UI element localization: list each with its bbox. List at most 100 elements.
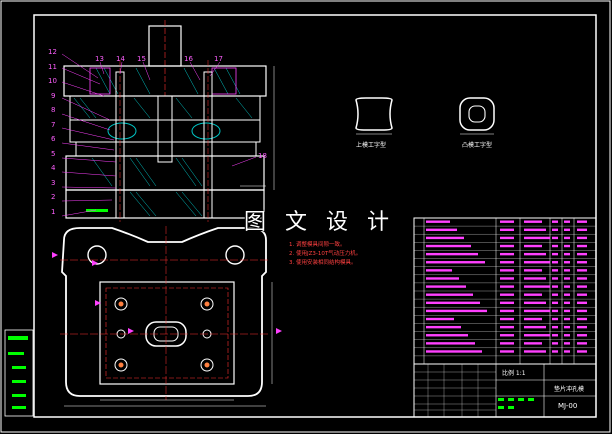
table-cell-text xyxy=(426,252,478,256)
part-number-2: 2 xyxy=(51,193,56,201)
table-cell-text xyxy=(577,309,587,313)
table-cell-text xyxy=(524,228,546,232)
title-scale: 比例 1:1 xyxy=(502,370,526,377)
table-cell-text xyxy=(577,334,587,337)
table-cell-text xyxy=(577,261,587,264)
table-cell-text xyxy=(552,277,558,280)
table-cell-text xyxy=(552,269,558,272)
part-number-17: 17 xyxy=(214,55,223,63)
table-cell-text xyxy=(426,228,457,232)
table-cell-text xyxy=(426,317,454,321)
table-cell-text xyxy=(577,277,587,280)
part-number-7: 7 xyxy=(51,120,56,129)
table-cell-text xyxy=(564,293,570,296)
part-number-4: 4 xyxy=(51,164,56,172)
table-cell-text xyxy=(577,269,587,272)
table-cell-text xyxy=(524,309,550,313)
table-cell-text xyxy=(577,317,587,321)
table-cell-text xyxy=(552,350,558,353)
table-cell-text xyxy=(426,236,464,240)
table-cell-text xyxy=(426,220,450,223)
table-cell-text xyxy=(426,325,461,329)
plan-view xyxy=(52,226,282,407)
table-cell-text xyxy=(426,269,452,272)
table-cell-text xyxy=(524,334,550,337)
table-cell-text xyxy=(500,277,514,280)
table-cell-text xyxy=(577,350,587,353)
parts-list-table xyxy=(413,217,597,365)
table-cell-text xyxy=(564,261,570,264)
table-cell-text xyxy=(524,342,542,345)
table-cell-text xyxy=(524,236,550,240)
part-number-18: 18 xyxy=(258,152,267,160)
table-cell-text xyxy=(500,334,514,337)
table-cell-text xyxy=(426,285,466,288)
table-cell-text xyxy=(564,342,570,345)
leader-lines xyxy=(61,53,257,217)
table-cell-text xyxy=(524,350,546,353)
table-cell-text xyxy=(500,269,514,272)
table-cell-text xyxy=(564,350,570,353)
drawing-number: MJ-00 xyxy=(558,402,578,410)
table-cell-text xyxy=(500,228,514,232)
part-number-14: 14 xyxy=(116,55,125,63)
table-cell-text xyxy=(564,325,570,329)
table-cell-text xyxy=(500,220,514,223)
table-cell-text xyxy=(500,293,514,296)
table-cell-text xyxy=(552,236,558,240)
table-cell-text xyxy=(552,228,558,232)
table-cell-text xyxy=(564,285,570,288)
table-cell-text xyxy=(577,228,587,232)
table-cell-text xyxy=(552,334,558,337)
table-cell-text xyxy=(426,244,471,248)
table-cell-text xyxy=(426,277,459,280)
table-cell-text xyxy=(564,269,570,272)
table-cell-text xyxy=(500,236,514,240)
tech-requirement-1: 1. 调整模具间隙一致。 xyxy=(289,242,346,248)
table-cell-text xyxy=(564,252,570,256)
table-cell-text xyxy=(577,244,587,248)
tech-requirement-3: 3. 使用安装相同结构模具。 xyxy=(289,260,357,266)
table-cell-text xyxy=(500,285,514,288)
table-cell-text xyxy=(524,269,542,272)
table-cell-text xyxy=(524,244,542,248)
table-cell-text xyxy=(500,261,514,264)
table-cell-text xyxy=(564,220,570,223)
table-cell-text xyxy=(426,309,487,313)
part-number-10: 10 xyxy=(48,77,57,85)
front-section-view xyxy=(63,20,275,222)
table-cell-text xyxy=(564,334,570,337)
table-cell-text xyxy=(500,317,514,321)
table-cell-text xyxy=(564,309,570,313)
table-cell-text xyxy=(577,252,587,256)
table-cell-text xyxy=(524,285,550,288)
part-number-1: 1 xyxy=(51,207,56,216)
table-cell-text xyxy=(552,244,558,248)
table-cell-text xyxy=(564,228,570,232)
title-block xyxy=(413,363,597,418)
part-number-12: 12 xyxy=(48,48,57,56)
part-number-5: 5 xyxy=(51,149,56,158)
table-cell-text xyxy=(564,236,570,240)
table-cell-text xyxy=(552,317,558,321)
workpiece-views xyxy=(355,97,495,135)
table-cell-text xyxy=(500,244,514,248)
table-cell-text xyxy=(552,293,558,296)
table-cell-text xyxy=(524,325,546,329)
table-cell-text xyxy=(577,220,587,223)
table-cell-text xyxy=(426,293,473,296)
table-cell-text xyxy=(524,301,546,305)
table-cell-text xyxy=(564,301,570,305)
table-cell-text xyxy=(524,252,546,256)
table-cell-text xyxy=(564,277,570,280)
tech-requirement-2: 2. 使用JZ3-10T气动压力机。 xyxy=(289,251,362,257)
table-cell-text xyxy=(564,317,570,321)
table-cell-text xyxy=(552,252,558,256)
table-cell-text xyxy=(524,261,550,264)
table-cell-text xyxy=(552,285,558,288)
part-number-16: 16 xyxy=(184,55,193,63)
title-name: 垫片冲孔模 xyxy=(554,386,585,393)
table-cell-text xyxy=(577,293,587,296)
part-number-6: 6 xyxy=(51,135,56,143)
left-margin-stamp xyxy=(4,329,34,417)
